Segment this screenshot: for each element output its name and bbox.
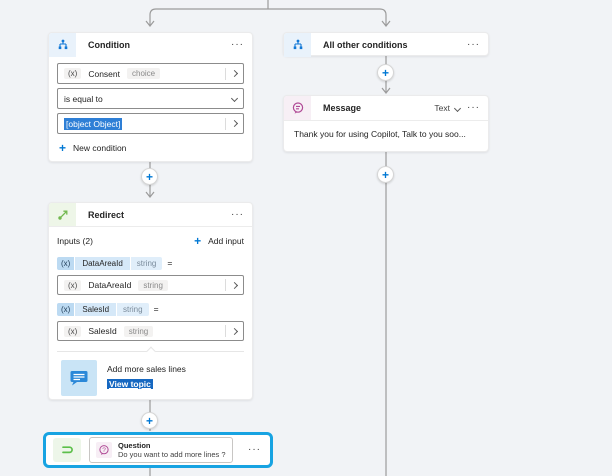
add-node-button[interactable]: + [377,166,394,183]
all-other-conditions-node[interactable]: All other conditions ··· [283,32,489,57]
question-menu-button[interactable]: ··· [248,444,261,455]
condition-branch-icon [284,33,311,57]
message-title: Message [323,103,362,113]
chevron-down-icon [453,104,462,112]
chevron-right-icon[interactable] [230,119,239,128]
input-type-token: string [130,256,163,270]
arrowhead-right-branch [381,20,391,27]
chevron-down-icon [230,94,239,103]
input-value-field[interactable]: (x) DataAreaId string [57,275,244,295]
speech-bubble-icon [61,360,97,396]
chevron-right-icon[interactable] [230,281,239,289]
callout-text: Add more sales lines [107,364,186,374]
svg-text:?: ? [102,447,106,454]
redirect-icon [49,203,76,226]
condition-variable-type: choice [127,68,161,79]
arrowhead-redirect [145,191,155,198]
fx-icon: (x) [64,68,82,79]
redirect-menu-button[interactable]: ··· [231,208,244,220]
input-type-token: string [117,302,149,316]
redirect-title: Redirect [88,209,125,220]
input-value-name: SalesId [88,326,117,336]
condition-header: Condition ··· [49,33,252,57]
callout-divider [57,346,244,357]
plus-icon: + [194,234,202,248]
question-node-summary[interactable]: ? Question Do you want to add more lines… [89,437,233,463]
condition-menu-button[interactable]: ··· [231,39,244,50]
input-value-type: string [123,325,154,337]
equals-sign: = [167,258,173,268]
arrowhead-message [381,87,391,94]
all-other-conditions-menu-button[interactable]: ··· [467,39,480,50]
message-node[interactable]: Message Text ··· Thank you for using Cop… [283,95,489,152]
condition-node[interactable]: Condition ··· (x) Consent choice is equa… [48,32,253,162]
condition-value-field[interactable]: [object Object] [57,113,244,134]
chevron-right-icon[interactable] [230,69,239,78]
input-value-name: DataAreaId [88,280,132,290]
input-name-token: SalesId [75,302,117,316]
add-input-label: Add input [208,236,244,246]
add-node-button[interactable]: + [141,168,158,185]
redirect-node[interactable]: Redirect ··· Inputs (2) + Add input (x) … [48,202,253,400]
chevron-right-icon[interactable] [230,327,239,335]
message-type-dropdown[interactable]: Text [434,103,462,113]
message-icon [284,96,311,120]
fx-icon: (x) [64,325,82,337]
question-subtitle: Do you want to add more lines ? [118,450,226,459]
field-separator [225,117,226,130]
add-node-button[interactable]: + [377,64,394,81]
input-name-token: DataAreaId [75,256,130,270]
field-separator [225,279,226,291]
condition-title: Condition [88,40,130,50]
view-topic-link[interactable]: View topic [107,379,153,389]
arrowhead-left-branch [145,20,155,27]
message-menu-button[interactable]: ··· [467,102,480,113]
fx-icon: (x) [57,302,75,316]
input-assignment-row: (x) SalesId string = [57,301,244,317]
redirect-topic-icon [53,438,81,462]
condition-operator-dropdown[interactable]: is equal to [57,88,244,109]
input-assignment-row: (x) DataAreaId string = [57,255,244,271]
add-input-button[interactable]: + Add input [194,235,244,247]
inputs-count-label: Inputs (2) [57,236,93,246]
fx-icon: (x) [57,256,75,270]
field-separator [225,67,226,80]
fx-icon: (x) [64,279,82,291]
condition-operator-value: is equal to [64,93,103,104]
condition-variable-name: Consent [88,68,120,79]
input-value-type: string [138,279,168,291]
plus-icon: + [59,141,67,155]
new-condition-button[interactable]: + New condition [59,142,244,154]
condition-variable-field[interactable]: (x) Consent choice [57,63,244,84]
message-type-value: Text [434,103,450,113]
condition-value-selected-text: [object Object] [64,117,123,130]
connector-branch [149,8,387,25]
equals-sign: = [153,304,159,314]
add-node-button[interactable]: + [141,412,158,429]
question-title: Question [118,440,151,450]
input-value-field[interactable]: (x) SalesId string [57,321,244,341]
condition-icon [49,33,76,57]
field-separator [225,325,226,337]
topic-callout: Add more sales lines View topic [57,360,244,396]
new-condition-label: New condition [73,143,127,153]
question-icon: ? [96,442,112,458]
all-other-conditions-title: All other conditions [323,40,408,50]
message-body-text[interactable]: Thank you for using Copilot, Talk to you… [294,129,466,139]
question-node-selected[interactable]: ? Question Do you want to add more lines… [43,432,273,468]
